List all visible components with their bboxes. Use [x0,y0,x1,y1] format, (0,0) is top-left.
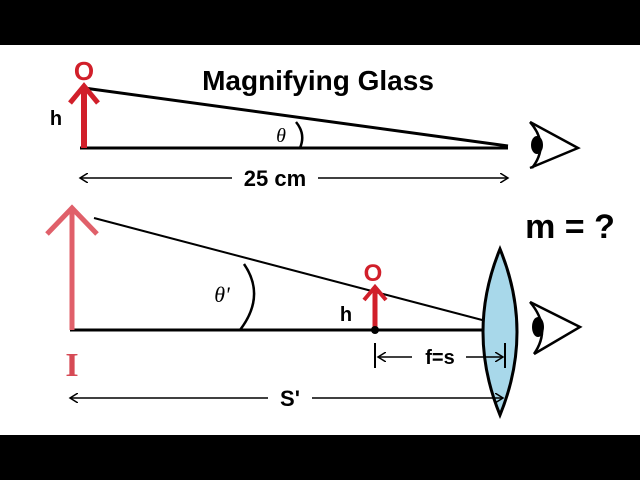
top-angle-arc [295,121,304,149]
lens-icon [481,245,519,419]
top-object-arrow [68,82,100,148]
top-distance-label: 25 cm [244,166,306,191]
focal-label: f=s [425,347,454,369]
top-sight-line [83,86,509,148]
bottom-angle-label: θ' [214,282,230,307]
bottom-angle-arc [239,263,256,331]
image-distance-label: S' [280,386,300,411]
image-label: I [65,347,78,384]
magnifying-glass-diagram: Magnifying Glass O h θ 25 cm m = ? I θ' [45,56,615,419]
bottom-sight-line [93,217,506,327]
top-object-label: O [74,56,94,86]
top-height-label: h [50,108,62,130]
bottom-height-label: h [340,304,352,326]
image-arrow [45,204,99,330]
bottom-object-label: O [364,260,383,287]
diagram-title: Magnifying Glass [202,65,434,96]
eye-icon [529,300,583,356]
eye-icon [529,120,581,170]
magnification-question: m = ? [525,208,615,246]
bottom-object-arrow [362,283,388,334]
diagram-canvas: Magnifying Glass O h θ 25 cm m = ? I θ' [0,45,640,435]
top-angle-label: θ [276,125,286,147]
